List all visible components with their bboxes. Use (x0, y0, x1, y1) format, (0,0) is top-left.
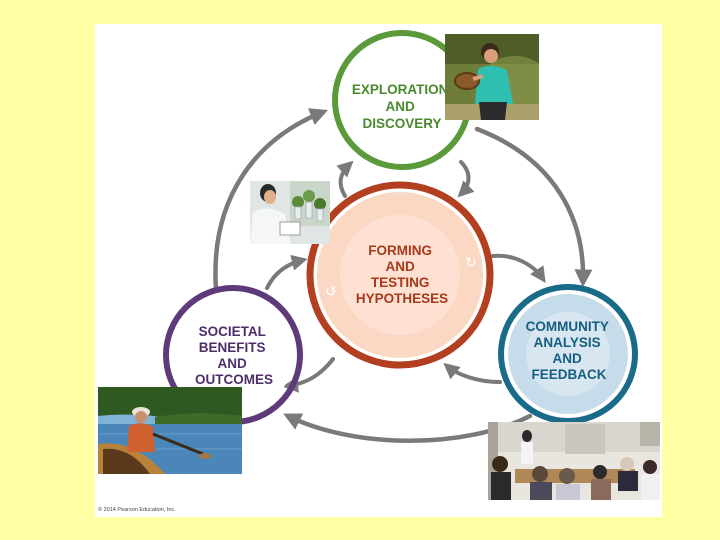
arrow-hypotheses-to-community (491, 253, 546, 283)
arrow-community-to-hypotheses (443, 362, 502, 384)
node-community-line-3: AND (552, 351, 581, 366)
copyright-text: © 2014 Pearson Education, Inc. (98, 506, 176, 513)
node-exploration: EXPLORATION AND DISCOVERY (332, 30, 472, 170)
refresh-icon: ↻ (465, 254, 477, 270)
node-societal-fill (173, 295, 293, 415)
node-community-line-2: ANALYSIS (534, 335, 601, 350)
node-exploration-fill (342, 40, 462, 160)
node-societal-line-2: BENEFITS (199, 340, 266, 355)
node-societal-line-4: OUTCOMES (195, 372, 273, 387)
node-hypotheses-label: FORMING AND TESTING HYPOTHESES (356, 243, 448, 306)
node-community-line-4: FEEDBACK (531, 367, 606, 382)
slide-card: EXPLORATION AND DISCOVERY ↻ ↺ FORMING AN… (95, 24, 662, 517)
node-exploration-line-3: DISCOVERY (362, 116, 441, 131)
photo-meeting-room (488, 422, 660, 500)
arrow-exploration-to-community (474, 126, 593, 288)
node-societal-line-3: AND (217, 356, 246, 371)
node-exploration-label: EXPLORATION AND DISCOVERY (352, 82, 452, 131)
node-hypotheses-line-4: HYPOTHESES (356, 291, 448, 306)
node-exploration-line-1: EXPLORATION (352, 82, 449, 97)
node-community-line-1: COMMUNITY (526, 319, 609, 334)
photo-lab-scientist (250, 181, 330, 244)
photo-canoe-lake (98, 387, 242, 474)
arrow-societal-to-exploration (213, 108, 329, 292)
arrow-societal-to-hypotheses (265, 254, 308, 290)
node-hypotheses-glow (340, 215, 460, 335)
node-hypotheses-line-3: TESTING (371, 275, 430, 290)
node-community-label: COMMUNITY ANALYSIS AND FEEDBACK (526, 319, 613, 382)
node-hypotheses-ring (306, 181, 494, 369)
science-process-diagram: EXPLORATION AND DISCOVERY ↻ ↺ FORMING AN… (98, 30, 660, 513)
refresh-icon: ↺ (325, 283, 337, 299)
node-community-ring (498, 284, 638, 424)
inner-cycle-arrows (265, 160, 546, 393)
node-societal-line-1: SOCIETAL (199, 324, 266, 339)
arrow-hypotheses-to-exploration (336, 160, 354, 198)
node-community: COMMUNITY ANALYSIS AND FEEDBACK (498, 284, 638, 424)
node-hypotheses: ↻ ↺ FORMING AND TESTING HYPOTHESES (306, 181, 494, 369)
node-exploration-line-2: AND (385, 99, 414, 114)
node-societal-label: SOCIETAL BENEFITS AND OUTCOMES (195, 324, 273, 387)
arrow-exploration-to-hypotheses (457, 160, 475, 198)
photo-field-researcher (445, 34, 539, 120)
node-community-glow (526, 312, 610, 396)
node-hypotheses-line-2: AND (385, 259, 414, 274)
node-hypotheses-line-1: FORMING (368, 243, 432, 258)
